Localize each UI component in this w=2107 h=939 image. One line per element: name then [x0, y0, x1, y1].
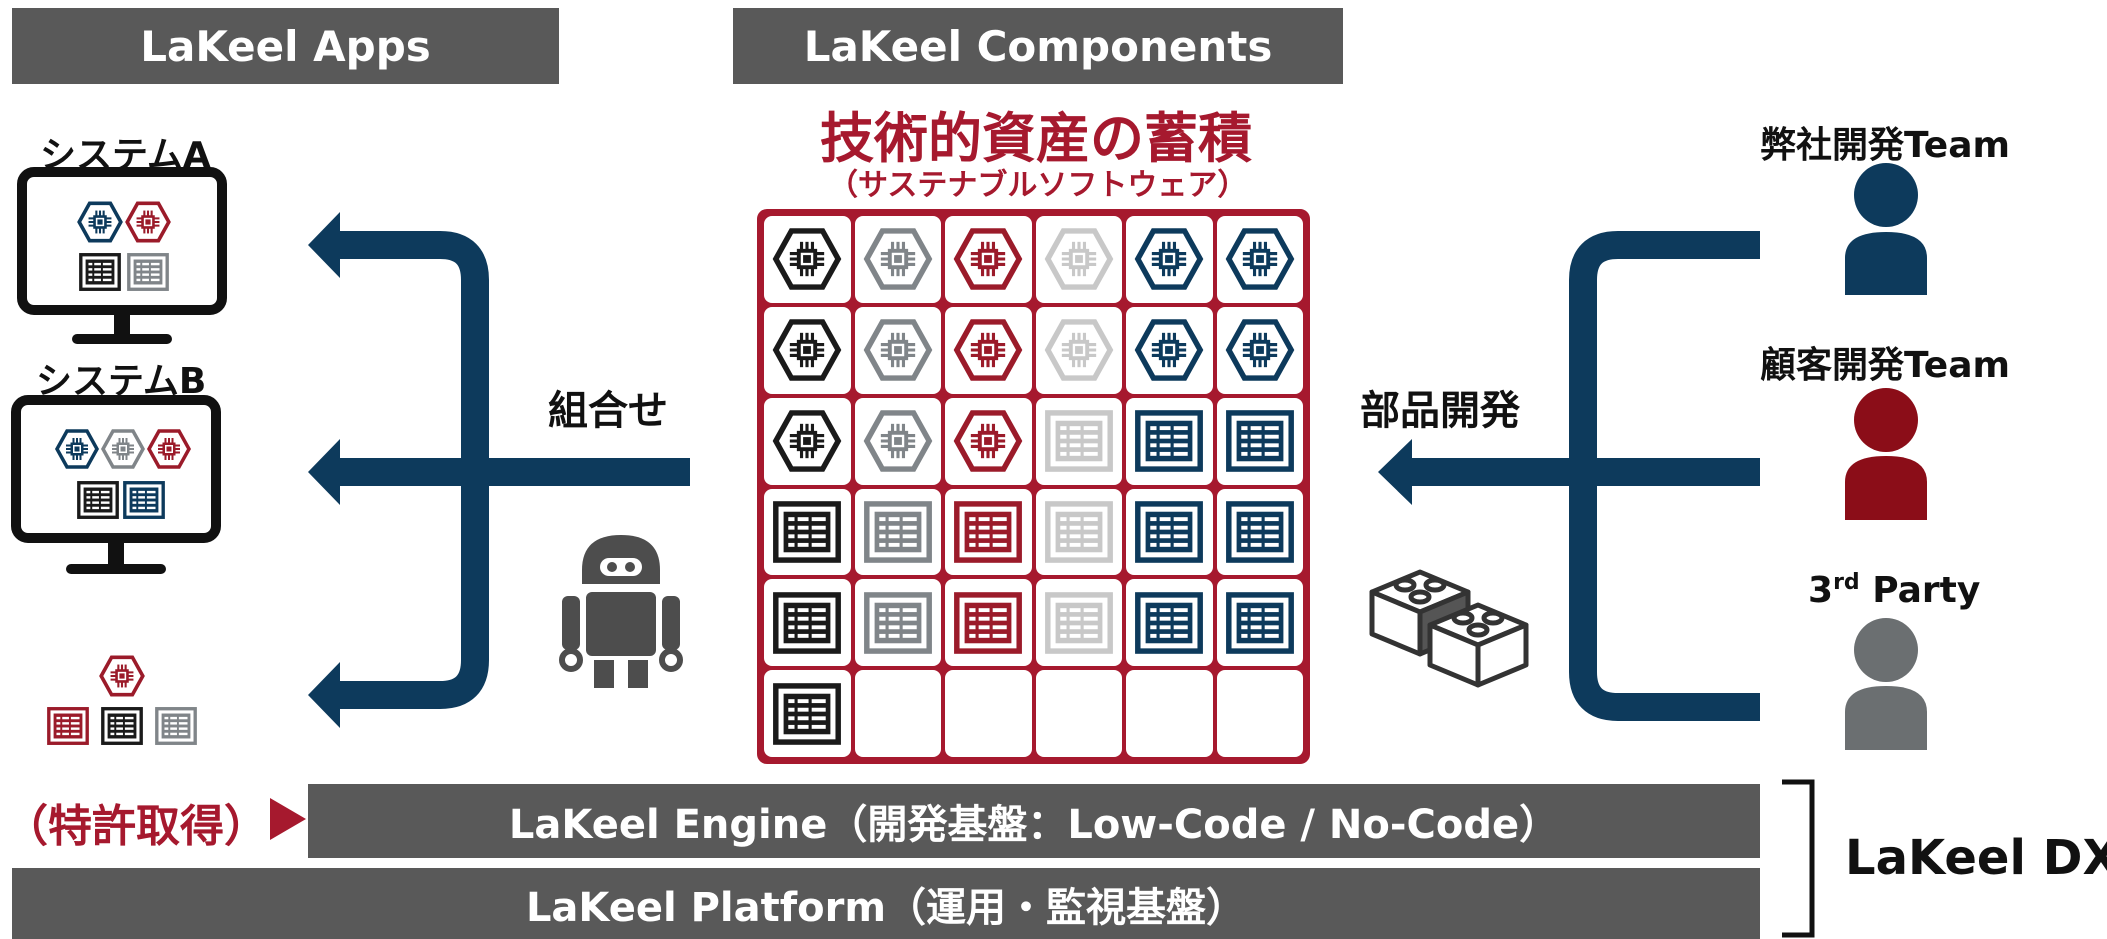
mini-screen-icon — [155, 707, 197, 745]
mini-chip-icon — [54, 429, 100, 469]
component-chip-icon — [764, 306, 851, 394]
person-ours-icon — [1845, 163, 1927, 295]
mini-chip-icon — [146, 429, 192, 469]
combine-arrows — [370, 231, 690, 709]
mini-chip-icon — [77, 201, 123, 243]
component-chip-icon — [1216, 306, 1303, 394]
mini-screen-icon — [77, 481, 119, 519]
lakeel-engine-bar: LaKeel Engine（開発基盤：Low-Code / No-Code） — [308, 784, 1760, 858]
robot-icon — [559, 535, 683, 688]
component-screen-icon — [1035, 397, 1122, 485]
mini-screen-icon — [47, 707, 89, 745]
develop-arrows — [1420, 231, 1760, 721]
component-chip-icon — [1035, 306, 1122, 394]
component-screen-icon — [945, 488, 1032, 576]
component-screen-icon — [1035, 488, 1122, 576]
mini-screen-icon — [123, 481, 165, 519]
component-chip-icon — [945, 216, 1032, 303]
title-sub: （サステナブルソフトウェア） — [828, 168, 1248, 203]
empty-cell — [1126, 670, 1213, 757]
blocks-icon — [1369, 569, 1529, 688]
third-party-text: Party — [1859, 570, 1981, 611]
component-screen-icon — [1035, 579, 1122, 667]
empty-cell — [945, 670, 1032, 757]
component-screen-icon — [854, 488, 941, 576]
mini-chip-icon — [99, 655, 145, 697]
team-ours-label: 弊社開発Team — [1760, 125, 2010, 166]
component-chip-icon — [854, 306, 941, 394]
component-chip-icon — [945, 397, 1032, 485]
monitor-a-icon — [17, 167, 227, 344]
person-third-icon — [1845, 618, 1927, 750]
component-screen-icon — [1126, 397, 1213, 485]
component-chip-icon — [1216, 216, 1303, 303]
component-screen-icon — [1126, 488, 1213, 576]
combine-label: 組合せ — [548, 388, 668, 434]
mini-screen-icon — [79, 253, 121, 291]
dx-bracket — [1782, 779, 1815, 938]
empty-cell — [1216, 670, 1303, 757]
component-screen-icon — [764, 488, 851, 576]
lakeel-platform-bar: LaKeel Platform（運用・監視基盤） — [12, 868, 1760, 939]
lakeel-dx-label: LaKeel DX — [1845, 830, 2107, 886]
component-screen-icon — [764, 670, 851, 757]
mini-chip-icon — [125, 201, 171, 243]
component-screen-icon — [1216, 397, 1303, 485]
left-arrowheads — [308, 212, 372, 728]
component-screen-icon — [764, 579, 851, 667]
team-customer-label: 顧客開発Team — [1760, 345, 2010, 386]
person-customer-icon — [1845, 388, 1927, 520]
title-main: 技術的資産の蓄積 — [820, 107, 1252, 170]
mini-chip-icon — [100, 429, 146, 469]
develop-label: 部品開発 — [1360, 388, 1520, 434]
component-chip-icon — [764, 397, 851, 485]
component-chip-icon — [854, 397, 941, 485]
third-number: 3 — [1808, 570, 1834, 611]
component-chip-icon — [764, 216, 851, 303]
component-chip-icon — [854, 216, 941, 303]
component-chip-icon — [1126, 306, 1213, 394]
empty-cell — [1035, 670, 1122, 757]
mini-screen-icon — [101, 707, 143, 745]
component-chip-icon — [945, 306, 1032, 394]
patent-label: （特許取得） — [4, 801, 268, 852]
component-screen-icon — [1216, 488, 1303, 576]
mini-screen-icon — [127, 253, 169, 291]
component-chip-icon — [1035, 216, 1122, 303]
empty-cell — [854, 670, 941, 757]
lakeel-apps-header: LaKeel Apps — [12, 8, 559, 84]
component-screen-icon — [854, 579, 941, 667]
component-screen-icon — [1126, 579, 1213, 667]
component-grid — [757, 209, 1310, 764]
develop-arrowhead — [1378, 439, 1412, 505]
component-chip-icon — [1126, 216, 1213, 303]
lakeel-components-header: LaKeel Components — [733, 8, 1343, 84]
component-screen-icon — [945, 579, 1032, 667]
team-third-label: 3rd Party — [1808, 570, 1980, 611]
component-screen-icon — [1216, 579, 1303, 667]
third-superscript: rd — [1833, 570, 1860, 595]
